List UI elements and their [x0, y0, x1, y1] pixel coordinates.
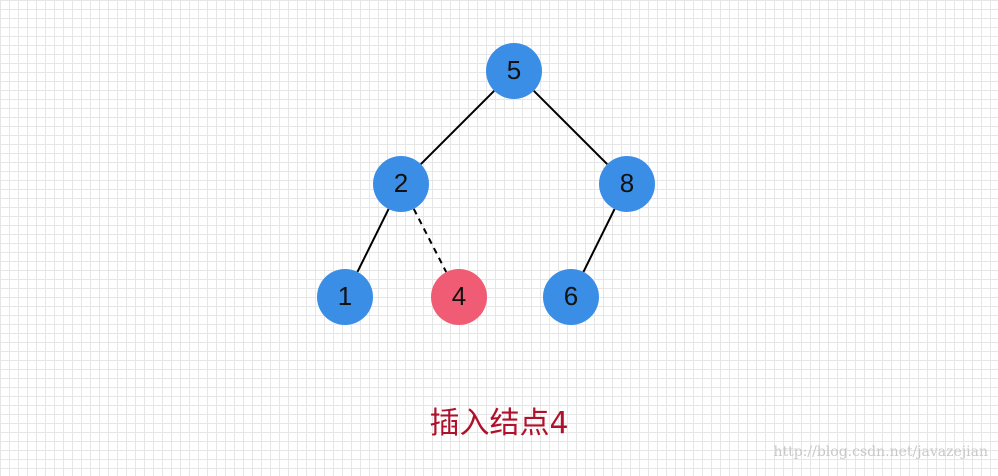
node-label: 5	[507, 55, 521, 85]
node-label: 8	[620, 168, 634, 198]
edge-2-4	[412, 208, 448, 273]
node-circle	[317, 269, 373, 325]
tree-node-5: 5	[486, 43, 542, 99]
edge-2-1	[356, 208, 390, 273]
tree-node-4-inserted: 4	[431, 269, 487, 325]
tree-node-1: 1	[317, 269, 373, 325]
node-circle	[599, 156, 655, 212]
edges-layer	[356, 90, 616, 273]
node-label: 1	[338, 281, 352, 311]
edge-5-2	[420, 90, 495, 165]
node-label: 2	[394, 168, 408, 198]
edge-8-6	[582, 208, 616, 273]
node-circle	[486, 43, 542, 99]
node-label: 4	[452, 281, 466, 311]
tree-node-6: 6	[543, 269, 599, 325]
tree-node-8: 8	[599, 156, 655, 212]
node-circle	[431, 269, 487, 325]
diagram-caption: 插入结点4	[429, 406, 569, 441]
node-circle	[373, 156, 429, 212]
watermark-text: http://blog.csdn.net/javazejian	[773, 444, 988, 460]
node-label: 6	[564, 281, 578, 311]
edge-5-8	[533, 90, 608, 165]
tree-node-2: 2	[373, 156, 429, 212]
node-circle	[543, 269, 599, 325]
